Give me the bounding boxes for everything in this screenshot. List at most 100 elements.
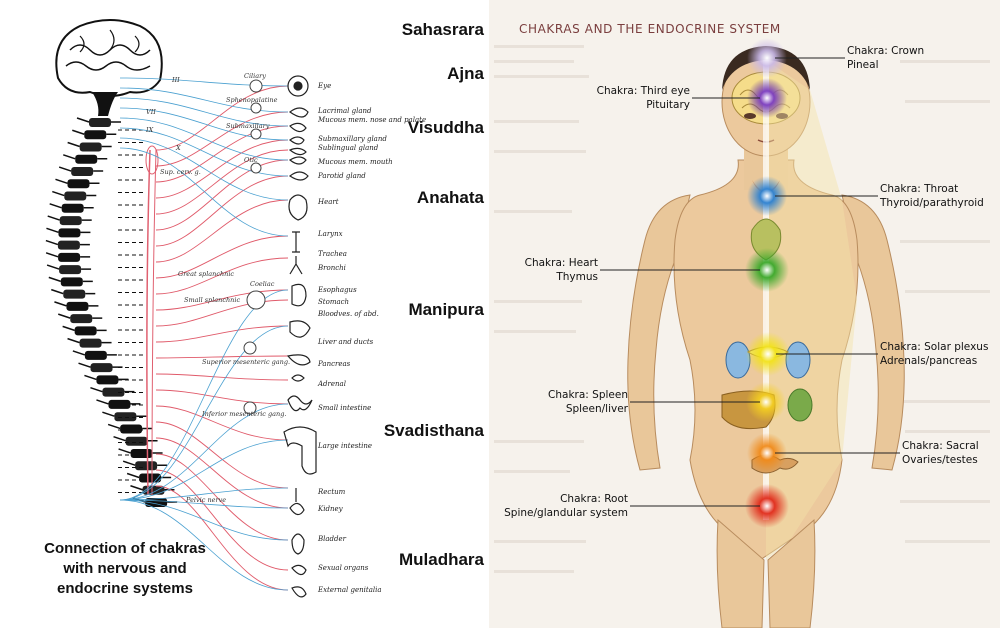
crown-chakra-marker	[747, 38, 787, 78]
vertebra-process	[58, 313, 103, 319]
callout-chakra: Chakra: Third eye	[596, 85, 690, 97]
organ-label: Bladder	[318, 535, 347, 543]
chakra-markers	[745, 38, 790, 528]
parasympathetic-fiber	[119, 499, 289, 541]
vertebra-process	[54, 301, 99, 307]
vertebra	[90, 363, 113, 373]
vertebra-process	[76, 117, 121, 123]
vertebra	[120, 424, 143, 434]
vertebra-process	[49, 203, 94, 209]
parasympathetic-fiber	[119, 325, 289, 501]
vertebra-process	[122, 460, 168, 466]
vertebra-process	[47, 215, 92, 221]
chakra-label-svadisthana: Svadisthana	[383, 421, 484, 440]
parasympathetic-fiber	[119, 487, 289, 501]
ganglion-label: Sphenopalatine	[226, 96, 278, 104]
vertebra	[125, 436, 148, 446]
vertebra-process	[45, 239, 90, 246]
vertebra	[108, 399, 131, 409]
sympathetic-fiber	[155, 373, 289, 381]
sympathetic-fiber	[155, 389, 289, 405]
vertebra	[63, 289, 86, 299]
ganglion-label: Great splanchnic	[178, 270, 235, 278]
organ-label: Sublingual gland	[318, 144, 379, 152]
sympathetic-fiber	[155, 139, 289, 199]
vertebra	[75, 154, 98, 164]
sympathetic-fiber	[155, 235, 289, 279]
callout-heart: Chakra: Heart Thymus	[525, 256, 598, 284]
cranial-nerve-label: X	[176, 144, 181, 152]
vertebra	[60, 277, 83, 287]
organ-label: Parotid gland	[318, 172, 366, 180]
callout-solar-plexus: Chakra: Solar plexus Adrenals/pancreas	[880, 340, 988, 368]
sympathetic-fiber	[155, 289, 289, 311]
vertebra-process	[48, 276, 93, 283]
vertebra	[79, 142, 102, 152]
ganglion-label: Pelvic nerve	[186, 496, 227, 504]
vertebra	[57, 240, 80, 250]
vertebra	[79, 338, 102, 348]
vertebra	[74, 326, 97, 336]
cranial-nerve-label: VII	[146, 108, 156, 116]
vertebra	[64, 191, 87, 201]
organ-label: Liver and ducts	[318, 338, 374, 346]
organ-label: Adrenal	[318, 380, 346, 388]
parasympathetic-fiber	[119, 77, 289, 87]
organ-label: Lacrimal gland	[318, 107, 372, 115]
vertebra	[67, 179, 90, 189]
organ-label-eye: Eye	[318, 82, 332, 90]
organ-label: Trachea	[318, 250, 347, 258]
callout-gland: Pineal	[847, 59, 879, 71]
callout-gland: Ovaries/testes	[902, 454, 978, 466]
callout-gland: Thymus	[556, 271, 598, 283]
parasympathetic-fiber	[119, 403, 289, 501]
cranial-nerve-label: IX	[146, 126, 154, 134]
parasympathetic-fiber	[119, 147, 289, 237]
ganglia	[243, 79, 266, 415]
callout-gland: Spine/glandular system	[504, 507, 628, 519]
callout-chakra: Chakra: Spleen	[548, 389, 628, 401]
vertebra	[71, 167, 94, 177]
sympathetic-fiber	[155, 405, 289, 441]
chakra-label-sahasrara: Sahasrara	[401, 20, 484, 39]
brain-illustration	[55, 19, 163, 116]
ganglion-label: Inferior mesenteric gang.	[202, 410, 287, 418]
sympathetic-fiber	[155, 85, 289, 151]
vertebra	[130, 448, 153, 458]
solar-plexus-chakra-marker	[746, 332, 790, 376]
vertebra-process	[52, 190, 97, 197]
organ-label: Bloodves. of abd.	[318, 310, 379, 318]
organ-label: Mucous mem. nose and palate	[318, 116, 427, 124]
vertebra	[114, 412, 137, 422]
heart-chakra-marker	[745, 248, 789, 292]
vertebra-process	[63, 154, 108, 160]
vertebra-process	[126, 472, 172, 479]
ganglion-label: Coeliac	[250, 280, 275, 288]
callout-gland: Spleen/liver	[565, 403, 628, 415]
vertebra-process	[55, 178, 100, 185]
chakra-label-manipura: Manipura	[408, 300, 484, 319]
vertebra-process	[72, 350, 117, 356]
vertebra	[61, 203, 84, 213]
organ-label: Sexual organs	[318, 564, 369, 572]
sympathetic-fiber	[155, 421, 289, 489]
organ-label: Submaxillary gland	[318, 135, 387, 143]
sympathetic-fiber	[155, 125, 289, 183]
sympathetic-fiber	[155, 485, 289, 591]
vertebra-process	[46, 227, 91, 234]
callout-chakra: Chakra: Root	[560, 493, 628, 505]
vertebra	[59, 216, 82, 226]
organ-label: Stomach	[318, 298, 350, 306]
ganglion-label: Ciliary	[244, 72, 266, 80]
sympathetic-fiber	[155, 325, 289, 343]
sacral-chakra-marker	[747, 433, 787, 473]
chakra-label-muladhara: Muladhara	[398, 550, 484, 569]
vertebra-process	[102, 411, 147, 417]
vertebra-process	[118, 448, 163, 454]
organ-label: Bronchi	[318, 264, 346, 272]
parasympathetic-fiber	[119, 127, 289, 177]
callout-chakra: Chakra: Throat	[880, 183, 959, 195]
right-panel-title: CHAKRAS AND THE ENDOCRINE SYSTEM	[519, 22, 781, 36]
